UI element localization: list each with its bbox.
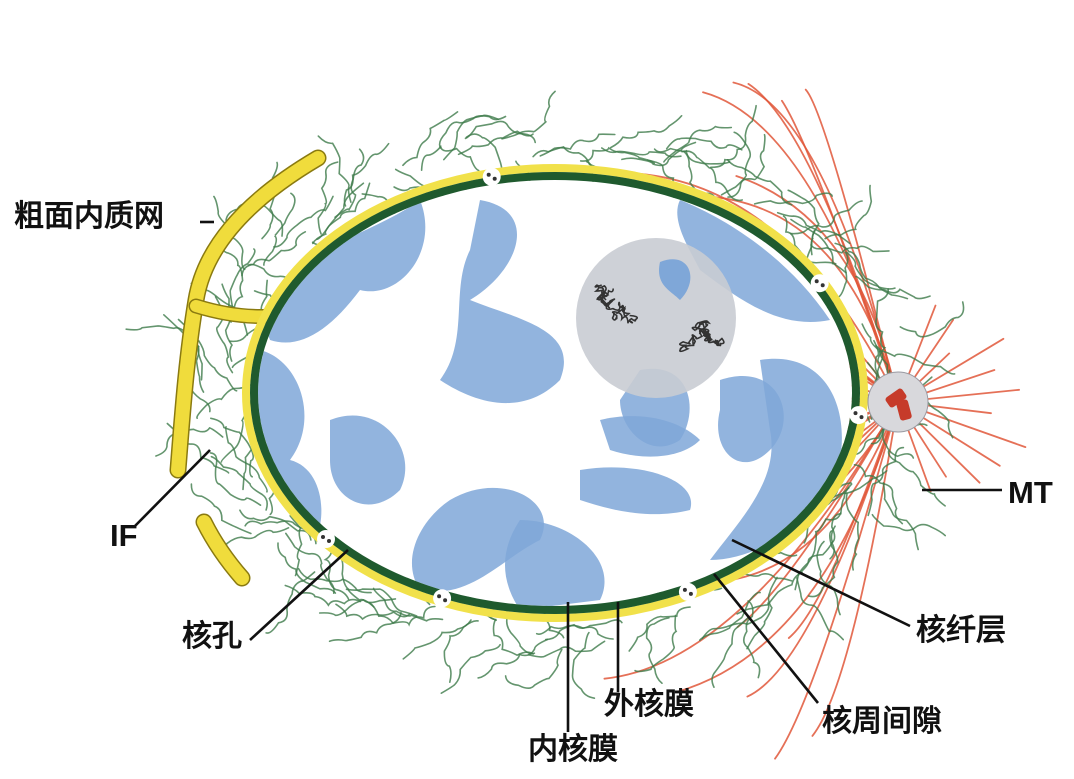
label-rough-er: 粗面内质网 [14,202,164,232]
label-perinuclear-space: 核周间隙 [822,707,942,737]
label-nuclear-lamina: 核纤层 [916,616,1006,646]
label-inner-membrane: 内核膜 [528,735,618,765]
label-microtubule: MT [1008,477,1053,508]
label-nuclear-pore: 核孔 [182,622,242,652]
nucleolus [576,238,736,398]
label-outer-membrane: 外核膜 [604,690,694,720]
centrosome [868,372,928,432]
label-intermediate-filament: IF [110,520,138,551]
